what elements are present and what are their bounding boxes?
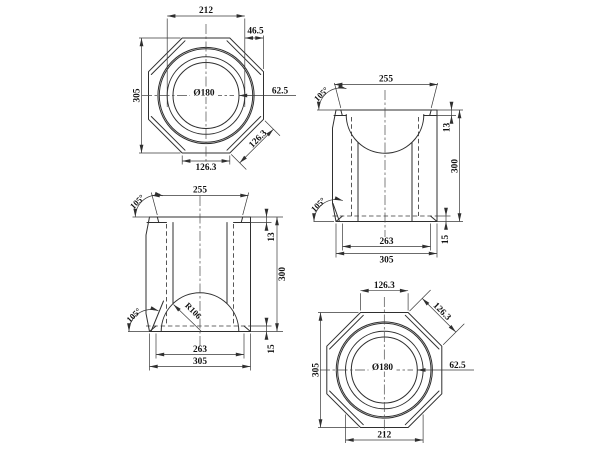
dim-label-opening-255-c: 255 xyxy=(193,186,207,196)
dim-label-height-300: 300 xyxy=(451,159,461,173)
dimension-263-left-view: 263 xyxy=(155,333,245,359)
dim-label-lip-13: 13 xyxy=(443,123,453,133)
dim-label-flat-diagonal-126-3-d: 126.3 xyxy=(431,301,453,323)
angle-label-105-top-c: 105° xyxy=(128,192,147,211)
angle-105-top-right-view: 105° xyxy=(312,84,347,111)
dim-label-base-opening-263-c: 263 xyxy=(193,345,207,355)
dim-label-step-15: 15 xyxy=(441,235,451,245)
dim-label-lip-13-c: 13 xyxy=(267,232,277,242)
dim-label-bore-diameter-d: Ø180 xyxy=(372,363,394,373)
octagon-outline xyxy=(148,37,264,154)
dim-label-width-212: 212 xyxy=(199,6,213,16)
dim-label-62-5: 62.5 xyxy=(272,87,289,97)
view-back-octagon: 126.3 126.3 305 Ø180 62.5 212 xyxy=(312,281,474,443)
front-octagon-centerlines xyxy=(142,24,234,167)
dim-label-flat-126-3-d: 126.3 xyxy=(374,281,395,291)
dim-label-r106: R106 xyxy=(183,300,204,321)
dimension-305-left: 305 xyxy=(133,37,181,154)
dimension-126-3-top-d: 126.3 xyxy=(360,281,409,311)
dim-label-width-305-right: 305 xyxy=(380,256,394,266)
view-front-octagon: 212 46.5 305 Ø180 62.5 126.3 xyxy=(133,6,296,173)
dim-label-width-212-d: 212 xyxy=(377,431,391,441)
dimension-263-right-view: 263 xyxy=(342,223,431,251)
angle-label-105-top: 105° xyxy=(312,84,331,103)
dimension-126-3-diagonal: 126.3 xyxy=(230,120,281,170)
dimension-46-5: 46.5 xyxy=(244,27,264,69)
dimension-126-3-bottom: 126.3 xyxy=(181,155,231,173)
dim-label-opening-255: 255 xyxy=(379,75,393,85)
dim-label-step-15-c: 15 xyxy=(267,344,277,354)
angle-label-105-bottom: 105° xyxy=(309,195,328,214)
view-section-right: 255 105° 105° 13 300 xyxy=(309,75,463,266)
octagon-outline-d xyxy=(326,312,443,428)
dim-label-bore-diameter: Ø180 xyxy=(193,88,215,98)
dimension-62-5-right: 62.5 xyxy=(239,87,296,98)
dimension-126-3-diagonal-d: 126.3 xyxy=(409,289,465,346)
dimension-13-right-view: 13 xyxy=(437,101,463,133)
dim-label-height-300-c: 300 xyxy=(278,267,288,281)
dim-label-46-5: 46.5 xyxy=(247,27,264,37)
dim-label-base-opening-263: 263 xyxy=(380,237,394,247)
dome-arc xyxy=(345,114,425,154)
angle-label-105-bottom-c: 105° xyxy=(124,305,143,324)
dimension-212-top: 212 xyxy=(166,6,246,107)
body-left-edge-c xyxy=(145,216,150,332)
dimension-255-top-right: 255 xyxy=(334,75,438,109)
dimension-15-right-view: 15 xyxy=(437,207,451,245)
dim-label-62-5-d: 62.5 xyxy=(449,361,466,371)
dimension-305-left-d: 305 xyxy=(312,312,359,428)
dimension-305-right-view: 305 xyxy=(335,223,438,266)
dimension-300-right-view: 300 xyxy=(437,109,463,222)
section-left-hidden-lines xyxy=(146,224,251,327)
dim-label-width-305-c: 305 xyxy=(193,357,207,367)
view-section-left: 255 105° 105° R106 13 300 xyxy=(124,186,288,371)
dim-label-across-flats-305-d: 305 xyxy=(312,363,322,377)
dimension-305-left-view: 305 xyxy=(149,333,251,371)
dimension-bore-180: Ø180 xyxy=(190,87,218,98)
dim-label-flat-126-3: 126.3 xyxy=(196,163,217,173)
dimension-62-5-right-d: 62.5 xyxy=(417,361,474,372)
dimension-bore-180-d: Ø180 xyxy=(368,361,397,373)
dim-label-across-flats-305: 305 xyxy=(133,88,143,102)
dimension-15-left-view: 15 xyxy=(250,317,277,354)
dimension-212-bottom-d: 212 xyxy=(345,414,424,443)
